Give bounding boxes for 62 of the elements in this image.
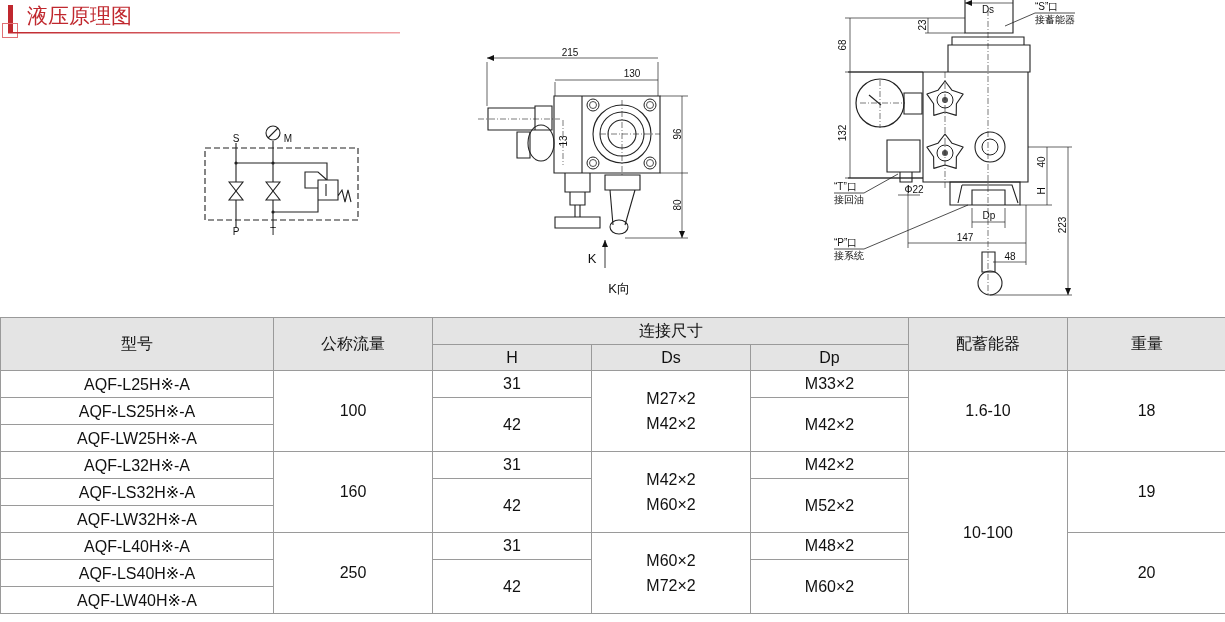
table-cell: M42×2 M60×2: [591, 451, 751, 533]
port-label: T: [269, 225, 277, 237]
table-cell: AQF-L25H※-A: [0, 370, 274, 398]
table-cell: AQF-LS25H※-A: [0, 397, 274, 425]
dimension-label: 13: [557, 135, 569, 147]
table-cell: 31: [432, 451, 592, 479]
dimension-label: Dp: [982, 209, 996, 221]
callout-text: “T”口: [834, 180, 858, 193]
table-cell: AQF-LS40H※-A: [0, 559, 274, 587]
view-label: K: [587, 252, 597, 264]
table-cell: 10-100: [908, 451, 1068, 614]
header-cell: 公称流量: [273, 317, 433, 371]
table-cell: AQF-L32H※-A: [0, 451, 274, 479]
table-cell: M33×2: [750, 370, 909, 398]
dimension-label: 130: [623, 67, 641, 79]
view-label: K向: [608, 282, 630, 294]
table-cell: 100: [273, 370, 433, 452]
leader-line: [1004, 12, 1076, 27]
dimension-label: 40: [1035, 156, 1047, 168]
header-cell: H: [432, 344, 592, 371]
dimension-label: 147: [956, 231, 974, 243]
table-cell: 31: [432, 370, 592, 398]
header-cell: Dp: [750, 344, 909, 371]
header-cell: 型号: [0, 317, 274, 371]
dimension-label: 23: [916, 19, 928, 31]
dimension-label: 80: [671, 199, 683, 211]
callout-text: 接蓄能器: [1035, 13, 1075, 26]
table-cell: M42×2: [750, 451, 909, 479]
table-cell: AQF-LW32H※-A: [0, 505, 274, 533]
dimension-label: 215: [561, 46, 579, 58]
table-cell: M27×2 M42×2: [591, 370, 751, 452]
dimension-label: 96: [671, 128, 683, 140]
table-cell: AQF-L40H※-A: [0, 532, 274, 560]
title: 液压原理图: [27, 3, 132, 29]
header-cell: 配蓄能器: [908, 317, 1068, 371]
port-label: S: [232, 132, 240, 144]
leader-line: [833, 204, 969, 250]
header-cell: 重量: [1067, 317, 1225, 371]
dimension-label: 223: [1056, 216, 1068, 234]
header-cell: 连接尺寸: [432, 317, 909, 345]
callout-text: “P”口: [834, 236, 859, 249]
dimension-label: Ds: [981, 3, 995, 15]
callout-text: 接系统: [834, 249, 864, 262]
table-cell: 31: [432, 532, 592, 560]
leader-line: [833, 173, 899, 194]
port-label: P: [232, 225, 240, 237]
dimension-label: 68: [836, 39, 848, 51]
dimension-label: 48: [1004, 250, 1016, 262]
header-cell: Ds: [591, 344, 751, 371]
callout-text: “S”口: [1035, 0, 1060, 13]
dimension-label: Φ22: [904, 183, 924, 195]
table-cell: 1.6-10: [908, 370, 1068, 452]
table-cell: AQF-LS32H※-A: [0, 478, 274, 506]
dimension-label: 132: [836, 124, 848, 142]
table-cell: AQF-LW40H※-A: [0, 586, 274, 614]
table-cell: 160: [273, 451, 433, 533]
dimension-label: H: [1035, 187, 1047, 195]
table-cell: 250: [273, 532, 433, 614]
port-label: M: [283, 132, 293, 144]
table-cell: AQF-LW25H※-A: [0, 424, 274, 452]
callout-text: 接回油: [834, 193, 864, 206]
table-cell: M60×2 M72×2: [591, 532, 751, 614]
